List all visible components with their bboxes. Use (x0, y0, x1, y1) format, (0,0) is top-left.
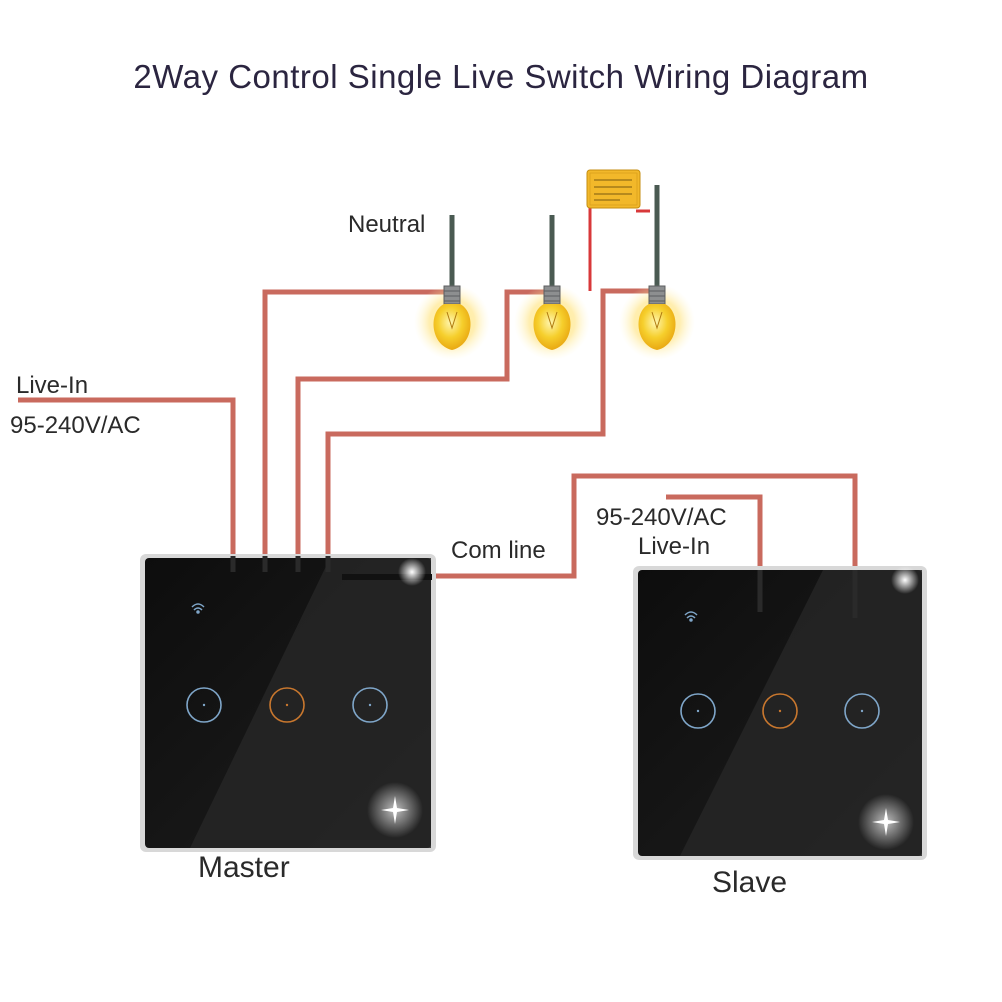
master-switch-panel (140, 554, 436, 852)
com-line-wire (432, 473, 858, 579)
wires (18, 288, 858, 579)
wire-bulb3 (325, 288, 650, 556)
capacitor-icon (586, 169, 641, 209)
live-in-wire-slave (666, 494, 763, 570)
com-line-label: Com line (451, 537, 546, 564)
wire-bulb2 (295, 289, 548, 556)
neutral-wires (449, 185, 660, 288)
page-title: 2Way Control Single Live Switch Wiring D… (133, 58, 869, 95)
live-in-label-slave: Live-In (638, 533, 711, 560)
capacitor-wires (588, 205, 650, 291)
master-label: Master (198, 851, 290, 884)
neutral-label: Neutral (348, 211, 426, 238)
live-in-label-master: Live-In (16, 372, 89, 399)
touch-button-icon[interactable] (269, 687, 305, 723)
voltage-label-slave: 95-240V/AC (596, 504, 727, 531)
light-bulb-icon (514, 284, 590, 360)
voltage-label-master: 95-240V/AC (10, 412, 141, 439)
touch-button-icon[interactable] (680, 693, 716, 729)
slave-label: Slave (712, 866, 788, 899)
touch-button-icon[interactable] (844, 693, 880, 729)
touch-button-icon[interactable] (352, 687, 388, 723)
wifi-icon (191, 603, 205, 614)
light-bulb-icon (619, 284, 695, 360)
light-bulb-icon (414, 284, 490, 360)
slave-switch-panel (633, 566, 927, 860)
touch-button-icon[interactable] (186, 687, 222, 723)
wire-bulb1 (262, 289, 448, 556)
wifi-icon (684, 611, 698, 622)
touch-button-icon[interactable] (762, 693, 798, 729)
live-in-wire-master (18, 397, 236, 556)
